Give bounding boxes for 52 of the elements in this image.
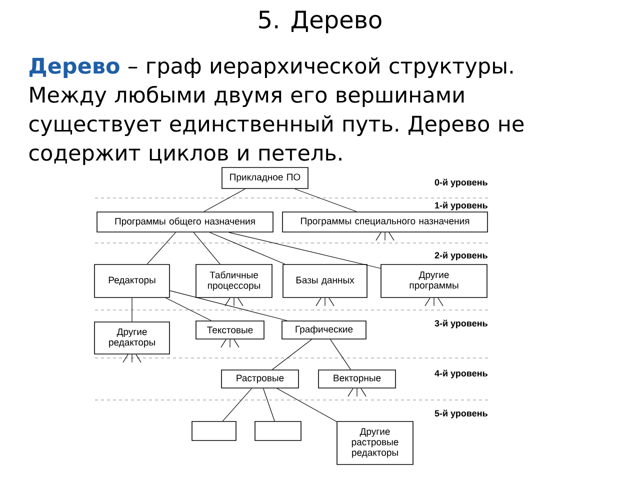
branch-line [424, 298, 430, 306]
branch-line [438, 298, 444, 306]
connector-line [294, 188, 357, 212]
branch-line [328, 298, 334, 306]
title: 5. Дерево [259, 10, 382, 34]
tree-node-box: Другие растровые редакторы [336, 421, 414, 465]
tree-node-box: Другие программы [380, 264, 488, 298]
connector-line [204, 188, 246, 212]
tree-node-box [254, 421, 302, 441]
branch-line [224, 298, 230, 306]
tree-node-box: Растровые [221, 370, 299, 388]
tree-node-box: Текстовые [196, 320, 264, 340]
tree-node-box: Другие редакторы [94, 322, 170, 354]
branch-line [136, 354, 142, 363]
connector-line [272, 339, 312, 370]
connector-line [228, 232, 381, 269]
branch-line [234, 339, 240, 348]
tree-node-box: Редакторы [94, 264, 170, 298]
branch-line [238, 298, 244, 306]
connector-line [165, 298, 212, 321]
connector-line [193, 232, 220, 264]
branch-line [360, 388, 366, 397]
branch-line [388, 232, 394, 241]
tree-node-box: Векторные [318, 370, 396, 388]
connector-line [330, 339, 351, 370]
branch-line [220, 339, 226, 348]
branch-line [316, 298, 322, 306]
branch-line [384, 232, 386, 241]
connector-line [209, 232, 286, 264]
branch-line [376, 232, 382, 241]
tree-node-box: Табличные процессоры [196, 264, 272, 298]
connector-line [146, 232, 176, 264]
branch-line [356, 388, 358, 397]
level-label: 2-й уровень [434, 252, 488, 260]
connector-line [262, 388, 275, 422]
tree-node-box: Прикладное ПО [222, 167, 308, 189]
tree-node-box: Базы данных [282, 264, 368, 298]
tree-node-box: Программы специального назначения [282, 212, 488, 232]
connector-line [222, 388, 252, 422]
definition-text: Дерево – граф иерархической структуры. Между любыми двумя его вершинами существует единственный путь. Дерево не содержит циклов и петель. [29, 57, 524, 165]
tree-node-box: Графические [282, 320, 366, 340]
branch-line [324, 298, 326, 306]
branch-line [122, 354, 128, 363]
tree-node-box: Программы общего назначения [96, 212, 274, 232]
level-label: 4-й уровень [434, 370, 488, 378]
level-label: 3-й уровень [434, 320, 488, 328]
branch-line [348, 388, 354, 397]
connector-line [276, 388, 337, 422]
tree-node-box [192, 421, 236, 441]
connector-line [170, 290, 288, 321]
level-label: 5-й уровень [434, 410, 488, 418]
level-label: 0-й уровень [434, 178, 488, 188]
